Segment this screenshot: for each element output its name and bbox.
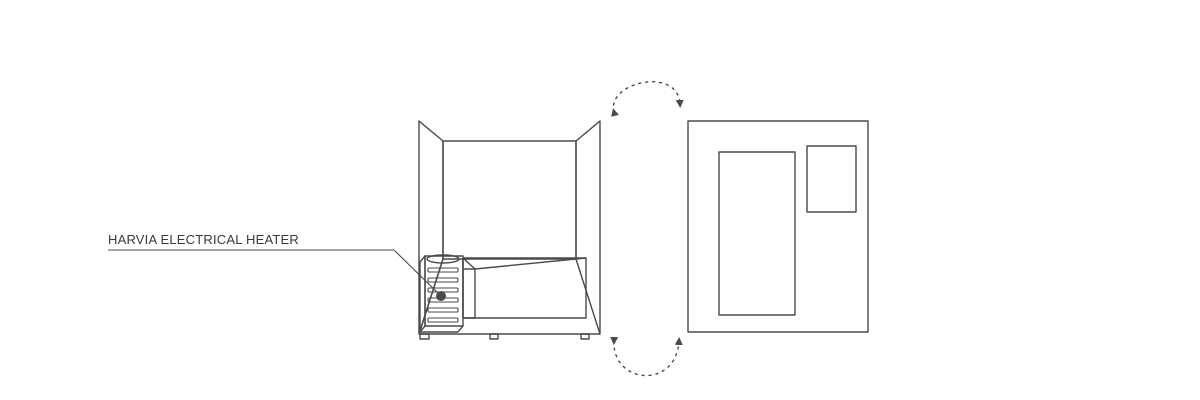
heater-callout-label: HARVIA ELECTRICAL HEATER bbox=[108, 232, 299, 247]
exterior-front-panel bbox=[687, 120, 869, 333]
heater-body bbox=[424, 255, 464, 327]
cabin-foot bbox=[489, 333, 499, 340]
cabin-foot bbox=[419, 333, 430, 340]
sauna-exterior bbox=[687, 120, 869, 333]
heater-side bbox=[419, 255, 426, 333]
cabin-back-wall bbox=[442, 140, 577, 260]
heater-callout-dot bbox=[436, 291, 446, 301]
cabin-right-wall bbox=[575, 120, 601, 335]
cycle-arrow-top-icon bbox=[611, 81, 684, 117]
exterior-window bbox=[806, 145, 857, 213]
cycle-arrow-bottom-icon bbox=[610, 336, 683, 377]
heater-unit bbox=[419, 254, 464, 333]
cabin-bench-front bbox=[462, 257, 587, 319]
heater-top-stones bbox=[426, 254, 460, 264]
sauna-cabin bbox=[418, 120, 601, 340]
cabin-foot bbox=[580, 333, 590, 340]
callout-leader bbox=[108, 249, 442, 297]
exterior-door bbox=[718, 151, 796, 316]
